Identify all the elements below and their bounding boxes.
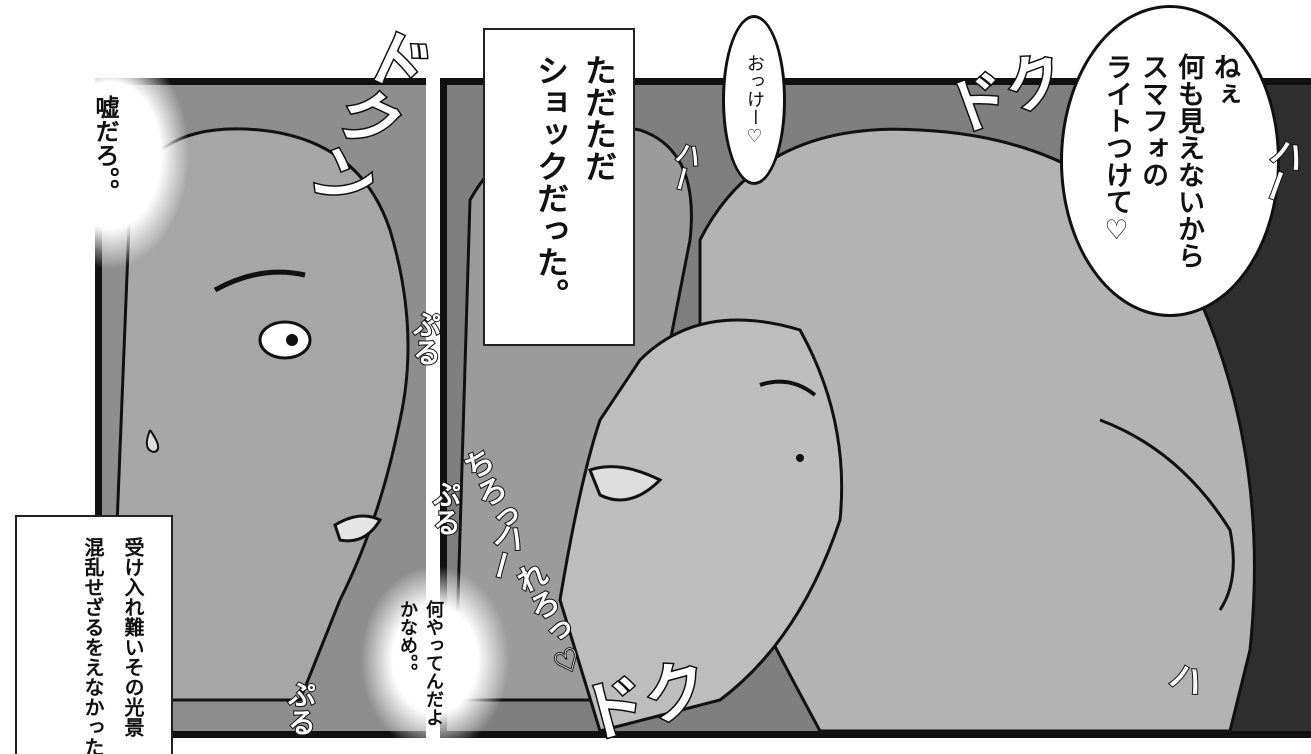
burst-center [360, 565, 510, 754]
woman-eye [759, 379, 817, 397]
sfx-puru-1: ぷる [408, 309, 443, 367]
bubble-main-text: ねぇ 何も見えないから スマフォの ライトつけて♡ [1101, 53, 1240, 269]
man-eye [258, 320, 312, 360]
narration-top-box: ただただ ショックだった。 [483, 28, 635, 346]
narration-bottom-text: 受け入れ難いその光景 混乱せざるをえなかった [81, 537, 145, 754]
bubble-main: ねぇ 何も見えないから スマフォの ライトつけて♡ [1060, 5, 1280, 317]
woman-lips [588, 465, 663, 502]
shout-left: 嘘だろ。。 [91, 95, 119, 203]
narration-bottom-box: 受け入れ難いその光景 混乱せざるをえなかった [15, 515, 173, 754]
woman-face [558, 318, 844, 733]
shout-center: 何やってんだよ かなめ。。 [397, 600, 444, 726]
bubble-ok: おっけー♡ [722, 15, 786, 185]
burst-left [30, 40, 190, 270]
narration-top-text: ただただ ショックだった。 [532, 54, 618, 310]
mole [796, 454, 804, 462]
sfx-puru-2: ぷる [428, 479, 463, 537]
sfx-puru-3: ぷる [283, 679, 318, 737]
braid [1099, 418, 1235, 611]
sweat-drop [145, 429, 160, 454]
man-mouth [333, 514, 383, 543]
man-eyebrow [213, 269, 306, 293]
bubble-ok-text: おっけー♡ [744, 53, 765, 147]
man-head [108, 127, 410, 702]
